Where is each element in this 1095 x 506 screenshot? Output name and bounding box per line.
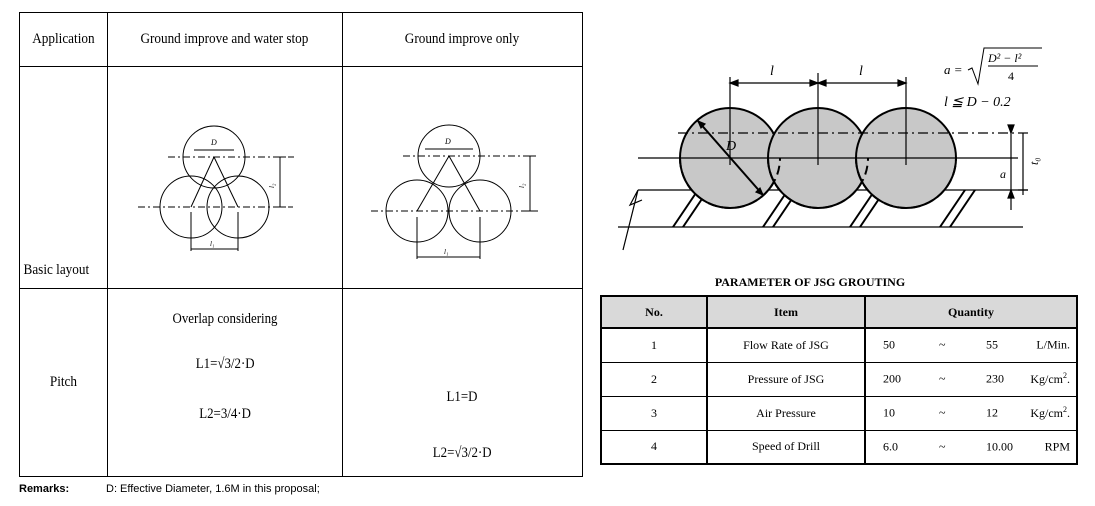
quantity-separator: ~ <box>939 439 946 454</box>
quantity-separator: ~ <box>939 337 946 352</box>
header-water-stop: Ground improve and water stop <box>107 12 343 67</box>
quantity-min: 6.0 <box>883 439 898 454</box>
row-item: Flow Rate of JSG <box>706 327 866 363</box>
water-stop-l1-formula: L1=√3/2·D <box>195 356 255 372</box>
header-application: Application <box>18 12 109 67</box>
header-item: Item <box>706 295 866 329</box>
l-label-2: l <box>859 64 863 79</box>
quantity-separator: ~ <box>939 405 946 420</box>
ground-only-pitch-cell: L1=D L2=√3/2·D <box>341 288 584 477</box>
row-item: Pressure of JSG <box>706 361 866 397</box>
row-item: Air Pressure <box>706 395 866 431</box>
water-stop-l2-formula: L2=3/4·D <box>199 406 251 422</box>
layout-table: Application Ground improve and water sto… <box>18 12 584 477</box>
formula-l: l ≦ D − 0.2 <box>944 95 1011 110</box>
formula-a-denominator: 4 <box>1008 69 1014 83</box>
row-quantity: 6.0 ~10.00 RPM <box>864 429 1078 465</box>
pitch-row: Pitch Overlap considering L1=√3/2·D L2=3… <box>18 288 584 477</box>
ground-only-layout-cell: D l₂ l₁ <box>341 66 584 289</box>
diameter-label: D <box>210 138 217 147</box>
quantity-min: 50 <box>883 337 895 352</box>
remarks-label: Remarks: <box>19 483 70 495</box>
water-stop-layout-cell: D l₂ l₁ <box>107 66 343 289</box>
water-stop-circle-diagram: D l₂ l₁ <box>138 125 295 251</box>
diameter-label: D <box>444 137 451 146</box>
quantity-max: 12 <box>986 405 998 420</box>
unit-exponent: 2 <box>1063 371 1067 380</box>
row-quantity: 200 ~230 Kg/cm2. <box>864 361 1078 397</box>
param-table-title: PARAMETER OF JSG GROUTING <box>714 275 906 289</box>
quantity-unit: RPM <box>1044 439 1070 454</box>
layout-table-header: Application Ground improve and water sto… <box>18 12 584 67</box>
l-label-1: l <box>770 64 774 79</box>
row-no: 3 <box>600 395 708 431</box>
jsg-overlap-diagram: l l D a t₀ <box>618 64 1041 251</box>
quantity-max: 230 <box>986 371 1004 386</box>
row-no: 2 <box>600 361 708 397</box>
basic-layout-row: Basic layout <box>18 66 584 289</box>
quantity-unit: Kg/cm2. <box>1030 371 1070 386</box>
remarks-text: D: Effective Diameter, 1.6M in this prop… <box>106 483 320 495</box>
header-quantity: Quantity <box>864 295 1078 329</box>
d-label: D <box>725 139 736 154</box>
quantity-min: 10 <box>883 405 895 420</box>
quantity-max: 10.00 <box>986 439 1013 454</box>
formula-a-lhs: a = <box>944 62 963 77</box>
param-table-header: No. Item Quantity <box>600 295 1078 329</box>
row-no: 4 <box>600 429 708 465</box>
ground-only-l1-formula: L1=D <box>446 389 478 405</box>
header-ground-only: Ground improve only <box>341 12 584 67</box>
basic-layout-label: Basic layout <box>18 66 109 289</box>
l2-label: l₂ <box>518 183 526 188</box>
t0-label: t₀ <box>1027 157 1041 165</box>
unit-exponent: 2 <box>1063 405 1067 414</box>
row-item: Speed of Drill <box>706 429 866 465</box>
row-no: 1 <box>600 327 708 363</box>
quantity-unit: L/Min. <box>1036 337 1070 352</box>
ground-only-l2-formula: L2=√3/2·D <box>432 445 492 461</box>
l1-label: l₁ <box>210 240 214 248</box>
a-label: a <box>1000 167 1006 181</box>
row-quantity: 50 ~55 L/Min. <box>864 327 1078 363</box>
water-stop-pitch-cell: Overlap considering L1=√3/2·D L2=3/4·D <box>107 288 343 477</box>
pitch-label: Pitch <box>18 288 109 477</box>
formula-a-radical: D² − l² 4 <box>967 47 1042 86</box>
header-no: No. <box>600 295 708 329</box>
row-quantity: 10 ~12 Kg/cm2. <box>864 395 1078 431</box>
quantity-min: 200 <box>883 371 901 386</box>
overlap-note: Overlap considering <box>172 311 278 327</box>
quantity-max: 55 <box>986 337 998 352</box>
formula-a-numerator: D² − l² <box>987 51 1022 65</box>
l2-label: l₂ <box>268 183 276 188</box>
l1-label: l₁ <box>444 248 448 256</box>
ground-only-circle-diagram: D l₂ l₁ <box>370 124 538 259</box>
quantity-separator: ~ <box>939 371 946 386</box>
quantity-unit: Kg/cm2. <box>1030 405 1070 420</box>
